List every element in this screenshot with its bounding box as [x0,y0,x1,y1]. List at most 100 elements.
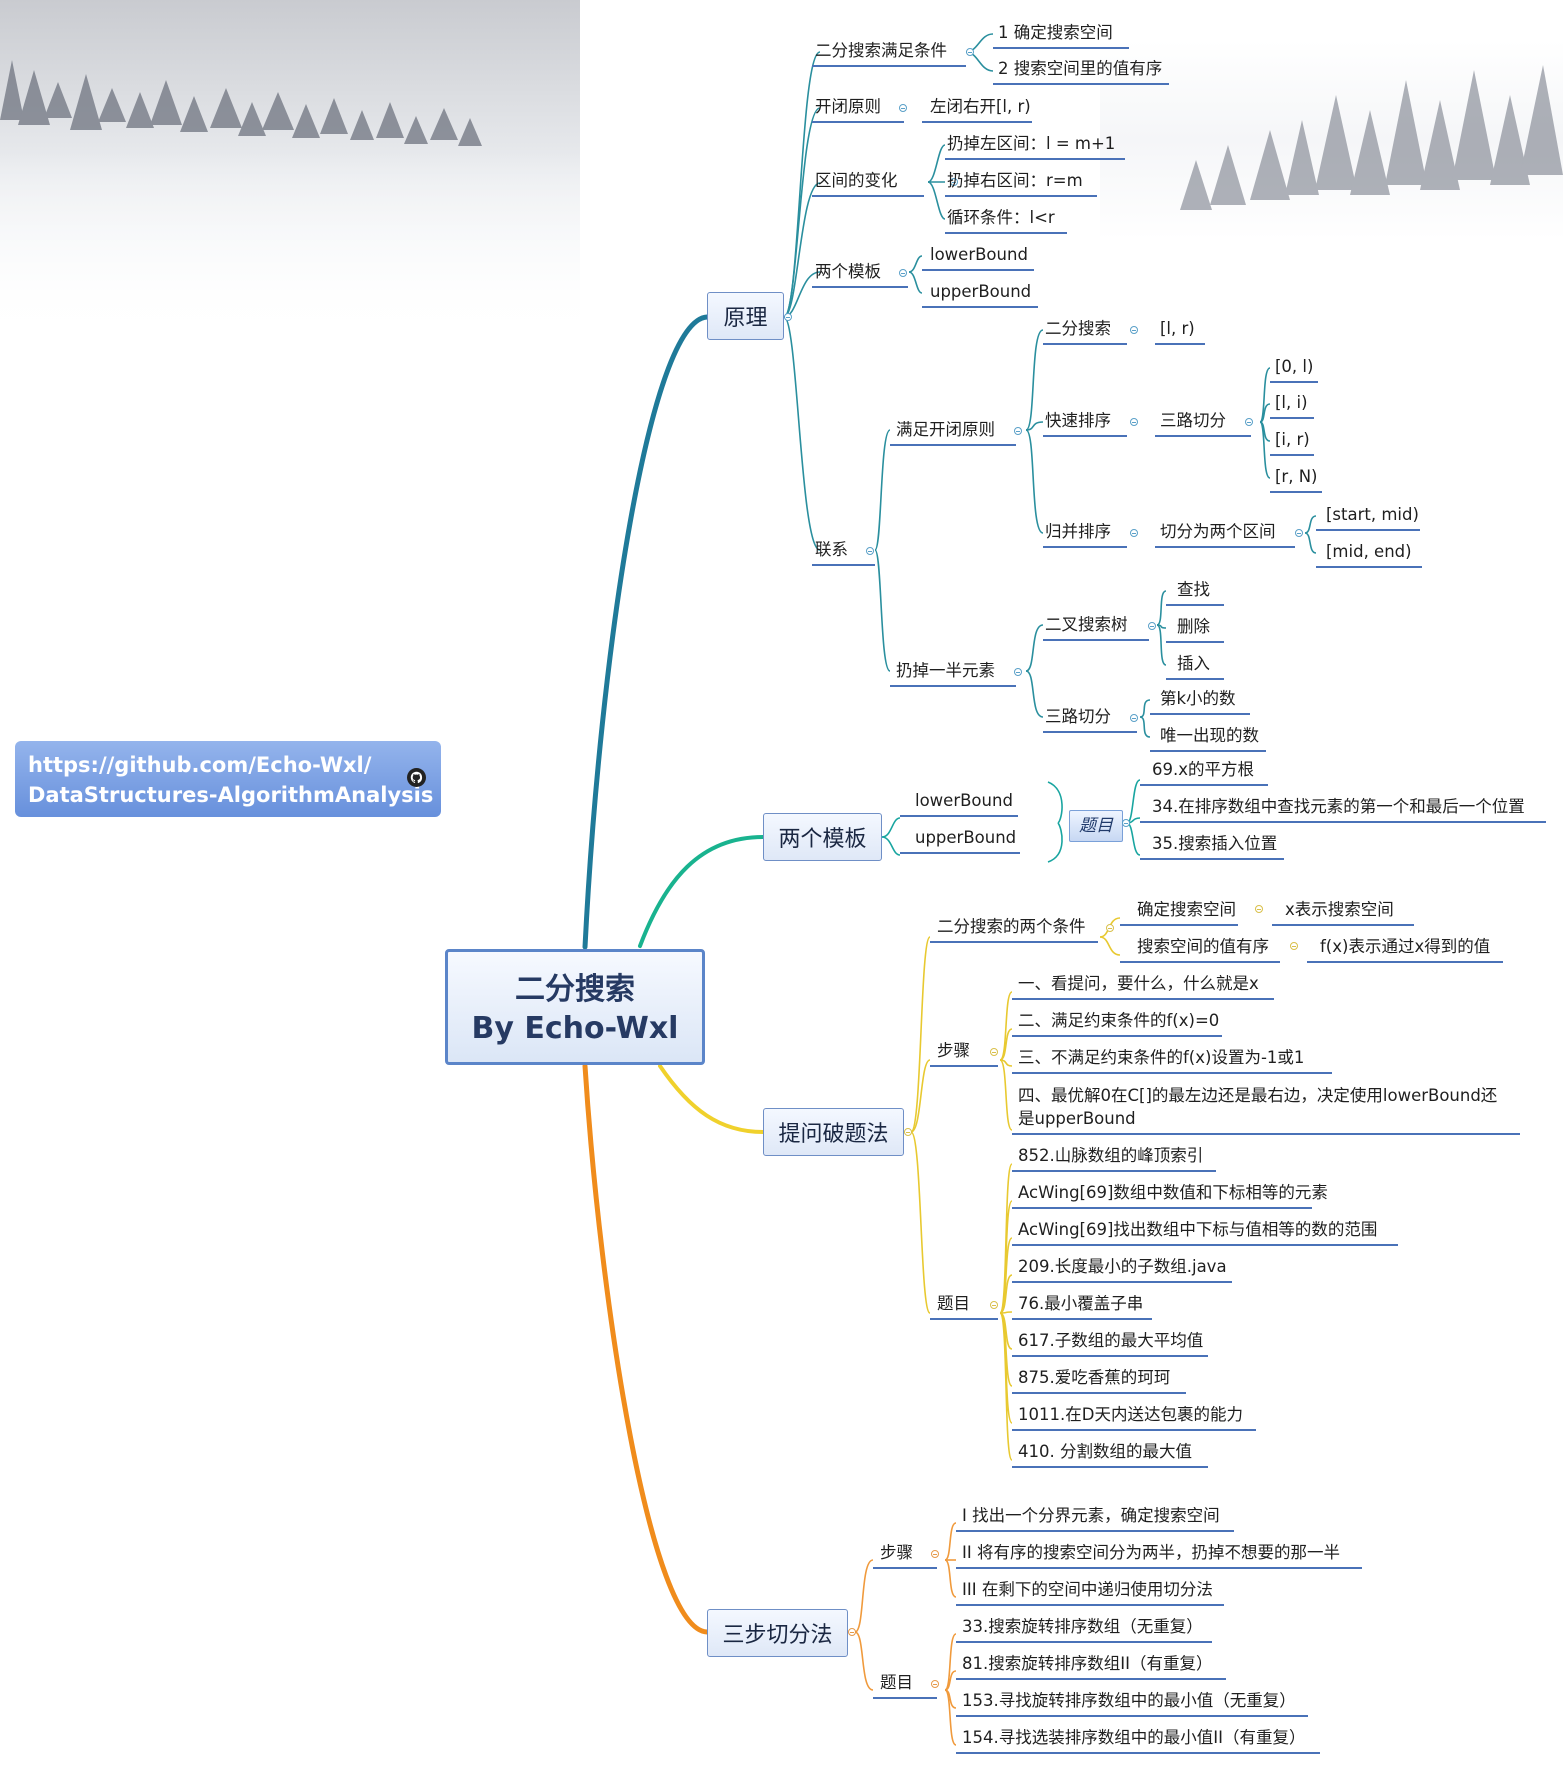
collapse-icon[interactable] [899,104,907,112]
principle-condition-item[interactable]: 2 搜索空间里的值有序 [998,59,1163,78]
template-problem[interactable]: 35.搜索插入位置 [1152,834,1278,853]
summary-problems-tag[interactable]: 题目 [1069,810,1123,842]
collapse-icon[interactable] [899,269,907,277]
three-way-range[interactable]: [0, l) [1275,357,1314,376]
discard-half-node[interactable]: 扔掉一半元素 [896,661,995,680]
topic-three-step[interactable]: 三步切分法 [707,1609,848,1657]
question-condition-value[interactable]: f(x)表示通过x得到的值 [1320,937,1491,956]
question-step-item[interactable]: 一、看提问，要什么，什么就是x [1018,974,1259,993]
bst-node[interactable]: 二叉搜索树 [1045,615,1128,634]
bst-operation[interactable]: 查找 [1177,580,1210,599]
collapse-icon[interactable] [1130,529,1138,537]
collapse-icon[interactable] [1122,819,1130,827]
principle-conditions[interactable]: 二分搜索满足条件 [815,41,947,60]
three-step-problems[interactable]: 题目 [880,1673,913,1692]
collapse-icon[interactable] [1014,427,1022,435]
three-step-step-item[interactable]: II 将有序的搜索空间分为两半，扔掉不想要的那一半 [962,1543,1340,1562]
question-step-item[interactable]: 二、满足约束条件的f(x)=0 [1018,1011,1220,1030]
topic-templates[interactable]: 两个模板 [763,813,882,861]
three-way-item[interactable]: 唯一出现的数 [1160,726,1259,745]
interval-change-item[interactable]: 扔掉右区间：r=m [947,171,1083,190]
topic-principle[interactable]: 原理 [707,292,784,340]
template-problem[interactable]: 69.x的平方根 [1152,760,1255,779]
principle-templates[interactable]: 两个模板 [815,262,881,281]
collapse-icon[interactable] [931,1550,939,1558]
collapse-icon[interactable] [950,178,958,186]
question-condition-item[interactable]: 确定搜索空间 [1137,900,1236,919]
relation-node[interactable]: 联系 [815,540,848,559]
collapse-icon[interactable] [966,48,974,56]
question-problem-item[interactable]: 209.长度最小的子数组.java [1018,1257,1227,1276]
quick-sort-three-way[interactable]: 三路切分 [1160,411,1226,430]
central-topic[interactable]: 二分搜索 By Echo-Wxl [445,949,705,1065]
three-step-problem-item[interactable]: 153.寻找旋转排序数组中的最小值（无重复） [962,1691,1296,1710]
question-problem-item[interactable]: 1011.在D天内送达包裹的能力 [1018,1405,1243,1424]
question-problem-item[interactable]: 76.最小覆盖子串 [1018,1294,1144,1313]
satisfy-open-close[interactable]: 满足开闭原则 [896,420,995,439]
merge-sort-range[interactable]: [start, mid) [1326,505,1419,524]
interval-change-item[interactable]: 循环条件：l<r [947,208,1055,227]
question-step-item[interactable]: 三、不满足约束条件的f(x)设置为-1或1 [1018,1048,1305,1067]
collapse-icon[interactable] [990,1301,998,1309]
collapse-icon[interactable] [1290,942,1298,950]
collapse-icon[interactable] [1130,418,1138,426]
interval-change[interactable]: 区间的变化 [815,171,898,190]
question-problems[interactable]: 题目 [937,1294,970,1313]
question-steps[interactable]: 步骤 [937,1041,970,1060]
three-way-split-node[interactable]: 三路切分 [1045,707,1111,726]
binary-search-range[interactable]: [l, r) [1160,319,1195,338]
interval-change-item[interactable]: 扔掉左区间：l = m+1 [947,134,1116,153]
collapse-icon[interactable] [848,1628,856,1636]
topic-question[interactable]: 提问破题法 [763,1108,904,1156]
binary-search-node[interactable]: 二分搜索 [1045,319,1111,338]
collapse-icon[interactable] [784,313,792,321]
question-problem-item[interactable]: 875.爱吃香蕉的珂珂 [1018,1368,1171,1387]
bst-operation[interactable]: 删除 [1177,617,1210,636]
merge-sort-split[interactable]: 切分为两个区间 [1160,522,1276,541]
principle-template-item[interactable]: upperBound [930,282,1032,301]
collapse-icon[interactable] [1106,924,1114,932]
collapse-icon[interactable] [1148,622,1156,630]
three-way-range[interactable]: [l, i) [1275,393,1308,412]
question-step-item[interactable]: 四、最优解0在C[]的最左边还是最右边，决定使用lowerBound还是uppe… [1018,1086,1498,1128]
question-problem-item[interactable]: 410. 分割数组的最大值 [1018,1442,1192,1461]
three-step-steps[interactable]: 步骤 [880,1543,913,1562]
bst-operation[interactable]: 插入 [1177,654,1210,673]
collapse-icon[interactable] [1014,668,1022,676]
collapse-icon[interactable] [866,547,874,555]
three-way-item[interactable]: 第k小的数 [1160,689,1236,708]
three-step-problem-item[interactable]: 154.寻找选装排序数组中的最小值II（有重复） [962,1728,1306,1747]
three-step-step-item[interactable]: I 找出一个分界元素，确定搜索空间 [962,1506,1220,1525]
question-conditions[interactable]: 二分搜索的两个条件 [937,917,1086,936]
open-close-rule[interactable]: 开闭原则 [815,97,881,116]
collapse-icon[interactable] [1295,529,1303,537]
template-item[interactable]: upperBound [915,828,1017,847]
three-step-problem-item[interactable]: 81.搜索旋转排序数组II（有重复） [962,1654,1213,1673]
merge-sort-range[interactable]: [mid, end) [1326,542,1412,561]
three-step-problem-item[interactable]: 33.搜索旋转排序数组（无重复） [962,1617,1203,1636]
open-close-value[interactable]: 左闭右开[l, r) [930,97,1031,116]
question-problem-item[interactable]: AcWing[69]找出数组中下标与值相等的数的范围 [1018,1220,1378,1239]
collapse-icon[interactable] [1130,326,1138,334]
collapse-icon[interactable] [904,1128,912,1136]
question-problem-item[interactable]: 617.子数组的最大平均值 [1018,1331,1204,1350]
principle-template-item[interactable]: lowerBound [930,245,1028,264]
question-condition-value[interactable]: x表示搜索空间 [1285,900,1394,919]
collapse-icon[interactable] [931,1680,939,1688]
question-problem-item[interactable]: 852.山脉数组的峰顶索引 [1018,1146,1204,1165]
principle-condition-item[interactable]: 1 确定搜索空间 [998,23,1113,42]
collapse-icon[interactable] [990,1048,998,1056]
merge-sort-node[interactable]: 归并排序 [1045,522,1111,541]
template-item[interactable]: lowerBound [915,791,1013,810]
three-way-range[interactable]: [r, N) [1275,467,1318,486]
three-way-range[interactable]: [i, r) [1275,430,1310,449]
github-link[interactable]: https://github.com/Echo-Wxl/ DataStructu… [15,741,441,817]
collapse-icon[interactable] [1255,905,1263,913]
three-step-step-item[interactable]: III 在剩下的空间中递归使用切分法 [962,1580,1213,1599]
question-condition-item[interactable]: 搜索空间的值有序 [1137,937,1269,956]
quick-sort-node[interactable]: 快速排序 [1045,411,1111,430]
collapse-icon[interactable] [1130,714,1138,722]
collapse-icon[interactable] [1245,418,1253,426]
template-problem[interactable]: 34.在排序数组中查找元素的第一个和最后一个位置 [1152,797,1525,816]
question-problem-item[interactable]: AcWing[69]数组中数值和下标相等的元素 [1018,1183,1328,1202]
